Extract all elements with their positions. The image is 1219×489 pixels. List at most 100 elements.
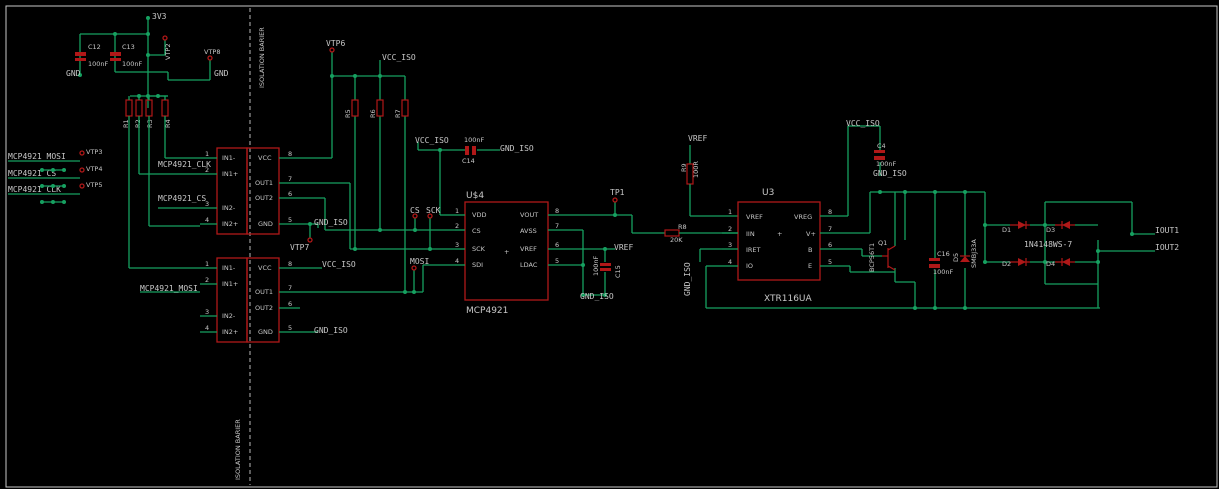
- transistor-q1[interactable]: Q1 BCP56T1: [868, 239, 896, 272]
- svg-text:Q1: Q1: [878, 239, 887, 247]
- svg-text:OUT2: OUT2: [255, 304, 273, 312]
- svg-text:R4: R4: [164, 119, 172, 128]
- tvs-diode-d5[interactable]: SMBJ33A D5: [952, 239, 978, 268]
- svg-text:OUT2: OUT2: [255, 194, 273, 202]
- net-gnd-iso-xtr: GND_ISO: [683, 262, 692, 296]
- left-inputs: MCP4921_MOSI MCP4921_CS MCP4921_CLK VTP3…: [8, 148, 102, 204]
- svg-text:1: 1: [455, 207, 459, 215]
- testpoint-vtp4[interactable]: VTP4: [86, 165, 102, 173]
- svg-text:8: 8: [555, 207, 559, 215]
- diode-bridge: [983, 192, 1155, 308]
- net-vcc-iso-mcp: VCC_ISO: [415, 136, 449, 145]
- diode-d1[interactable]: D1: [1002, 221, 1030, 234]
- svg-text:3: 3: [205, 200, 209, 208]
- svg-text:VTP8: VTP8: [204, 48, 220, 56]
- net-vcc-iso-top: VCC_ISO: [382, 53, 416, 62]
- svg-text:6: 6: [288, 300, 292, 308]
- testpoint-vtp2[interactable]: VTP2: [162, 35, 172, 60]
- svg-text:5: 5: [555, 257, 559, 265]
- svg-text:1: 1: [205, 260, 209, 268]
- svg-text:D4: D4: [1046, 260, 1055, 268]
- dac-mcp4921[interactable]: U$4 MCP4921 1 2 3 4 VDD CS SCK SDI VOUT …: [455, 191, 559, 316]
- svg-text:100nF: 100nF: [876, 160, 897, 168]
- svg-text:20K: 20K: [670, 236, 683, 244]
- net-mcp-clk: MCP4921_CLK: [158, 160, 211, 169]
- svg-text:2: 2: [205, 276, 209, 284]
- svg-text:IN2-: IN2-: [222, 312, 236, 320]
- svg-text:3: 3: [205, 308, 209, 316]
- svg-text:IO: IO: [746, 262, 753, 270]
- net-mcp-cs: MCP4921_CS: [158, 194, 206, 203]
- diode-d2[interactable]: D2: [1002, 258, 1030, 268]
- svg-text:5: 5: [828, 258, 832, 266]
- svg-text:U$4: U$4: [466, 191, 484, 201]
- testpoint-vtp3[interactable]: VTP3: [86, 148, 102, 156]
- isolator-iso1[interactable]: 1 2 3 4 IN1- IN1+ IN2- IN2+ VCC OUT1 OUT…: [200, 147, 300, 235]
- svg-text:SDI: SDI: [472, 261, 483, 269]
- svg-text:3: 3: [455, 241, 459, 249]
- svg-text:3: 3: [728, 241, 732, 249]
- net-iout2: IOUT2: [1155, 243, 1179, 252]
- net-cs: CS: [410, 206, 420, 215]
- diode-d3[interactable]: D3: [1046, 221, 1075, 234]
- transmitter-xtr116[interactable]: U3 XTR116UA 1 2 3 4 VREF IIN IRET IO VRE…: [722, 188, 832, 304]
- svg-text:GND: GND: [258, 328, 273, 336]
- svg-text:1: 1: [728, 208, 732, 216]
- svg-text:BCP56T1: BCP56T1: [868, 243, 876, 272]
- svg-text:+: +: [777, 230, 782, 238]
- svg-text:IN1+: IN1+: [222, 280, 238, 288]
- capacitor-c12[interactable]: C12 100nF: [75, 43, 109, 68]
- svg-text:IN1-: IN1-: [222, 154, 236, 162]
- testpoint-vtp7[interactable]: VTP7: [290, 243, 309, 252]
- svg-text:2: 2: [455, 222, 459, 230]
- svg-text:R6: R6: [369, 109, 377, 118]
- svg-text:R3: R3: [146, 119, 154, 128]
- testpoint-vtp6[interactable]: VTP6: [326, 39, 345, 48]
- svg-text:C4: C4: [877, 142, 886, 150]
- svg-text:1: 1: [205, 150, 209, 158]
- svg-text:100R: 100R: [692, 161, 700, 178]
- svg-text:100nF: 100nF: [88, 60, 109, 68]
- capacitor-c4[interactable]: C4 100nF: [874, 142, 897, 168]
- capacitor-c16[interactable]: C16 100nF: [929, 250, 954, 276]
- isolator-iso2[interactable]: 1 2 3 4 IN1- IN1+ IN2- IN2+ VCC OUT1 OUT…: [200, 257, 300, 343]
- svg-text:XTR116UA: XTR116UA: [764, 294, 813, 304]
- capacitor-c14[interactable]: 100nF C14: [462, 136, 485, 165]
- testpoint-vtp5[interactable]: VTP5: [86, 181, 102, 189]
- net-3v3: 3V3: [152, 12, 167, 21]
- testpoint-vtp8[interactable]: VTP8: [204, 48, 220, 61]
- svg-text:IN2+: IN2+: [222, 328, 238, 336]
- net-mcp-mosi-left: MCP4921_MOSI: [8, 152, 66, 161]
- svg-text:7: 7: [555, 222, 559, 230]
- net-gnd-right: GND: [214, 69, 229, 78]
- svg-text:D1: D1: [1002, 226, 1011, 234]
- svg-text:VREF: VREF: [746, 213, 763, 221]
- svg-text:MCP4921: MCP4921: [466, 306, 508, 316]
- svg-text:IN2-: IN2-: [222, 204, 236, 212]
- xtr-wires: [699, 125, 1100, 310]
- svg-text:8: 8: [828, 208, 832, 216]
- testpoint-tp1[interactable]: TP1: [610, 188, 625, 197]
- mcp-output-wires: [548, 197, 665, 297]
- resistor-r9[interactable]: R9 100R: [680, 145, 738, 217]
- svg-text:VOUT: VOUT: [520, 211, 538, 219]
- svg-text:C12: C12: [88, 43, 101, 51]
- svg-text:IN1-: IN1-: [222, 264, 236, 272]
- svg-text:VREG: VREG: [794, 213, 812, 221]
- sheet-frame: [5, 5, 1218, 488]
- net-mcp-clk-left: MCP4921_CLK: [8, 185, 61, 194]
- resistors-pullup-iso: R5 R6 R7: [344, 99, 409, 118]
- svg-text:2: 2: [205, 166, 209, 174]
- svg-text:D5: D5: [952, 253, 960, 262]
- svg-text:D3: D3: [1046, 226, 1055, 234]
- svg-text:U3: U3: [762, 188, 774, 198]
- net-iout1: IOUT1: [1155, 226, 1179, 235]
- isolated-side-labels: VTP6 VCC_ISO VCC_ISO GND_ISO GND_ISO VTP…: [290, 39, 534, 335]
- svg-text:C13: C13: [122, 43, 135, 51]
- capacitor-c15[interactable]: 100nF C15: [592, 255, 622, 278]
- svg-text:100nF: 100nF: [122, 60, 143, 68]
- net-mosi: MOSI: [410, 257, 429, 266]
- capacitor-c13[interactable]: C13 100nF: [110, 43, 143, 68]
- diode-d4[interactable]: D4: [1046, 258, 1075, 268]
